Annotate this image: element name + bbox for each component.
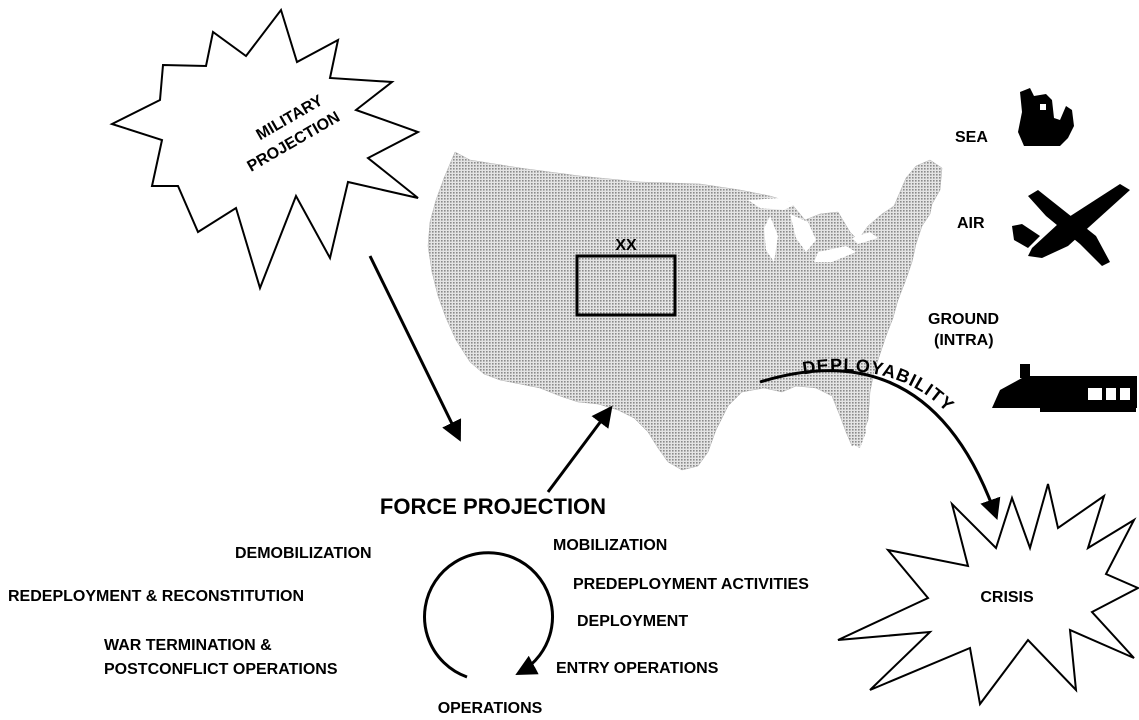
cycle-circle [423, 551, 554, 679]
cargo-plane-icon [1012, 184, 1130, 266]
division-box [575, 254, 677, 317]
mode-sea-label: SEA [955, 129, 988, 146]
train-icon [992, 364, 1137, 412]
ship-icon [1018, 88, 1074, 146]
deployability-arrow [759, 369, 1001, 520]
cycle-stage-operations: OPERATIONS [438, 700, 543, 717]
cycle-to-map-arrow [546, 405, 613, 493]
crisis-burst: CRISIS [837, 483, 1139, 707]
division-box-label: XX [615, 237, 637, 254]
us-map-shape [427, 151, 943, 471]
cycle-stage-deployment: DEPLOYMENT [577, 613, 688, 630]
mode-air-label: AIR [957, 215, 985, 232]
cycle-stage-war-termination-line2: POSTCONFLICT OPERATIONS [104, 661, 338, 678]
great-lakes [748, 198, 878, 262]
crisis-label: CRISIS [980, 589, 1034, 606]
cycle-stage-entry-operations: ENTRY OPERATIONS [556, 660, 719, 677]
cycle-stage-predeployment: PREDEPLOYMENT ACTIVITIES [573, 576, 809, 593]
cycle-stage-demobilization: DEMOBILIZATION [235, 545, 372, 562]
crisis-burst-shape [837, 483, 1139, 707]
florida [836, 392, 866, 448]
cycle-stage-mobilization: MOBILIZATION [553, 537, 667, 554]
projection-to-cycle-arrow [368, 255, 462, 442]
cycle-title: FORCE PROJECTION [380, 494, 606, 519]
mode-ground-label-line2: (INTRA) [934, 332, 994, 349]
military-projection-burst: MILITARY PROJECTION [109, 7, 421, 292]
cycle-stage-redeployment: REDEPLOYMENT & RECONSTITUTION [8, 588, 304, 605]
mode-ground-label-line1: GROUND [928, 311, 999, 328]
military-burst-shape [109, 7, 421, 292]
us-map [427, 151, 943, 471]
cycle-stage-war-termination-line1: WAR TERMINATION & [104, 637, 272, 654]
